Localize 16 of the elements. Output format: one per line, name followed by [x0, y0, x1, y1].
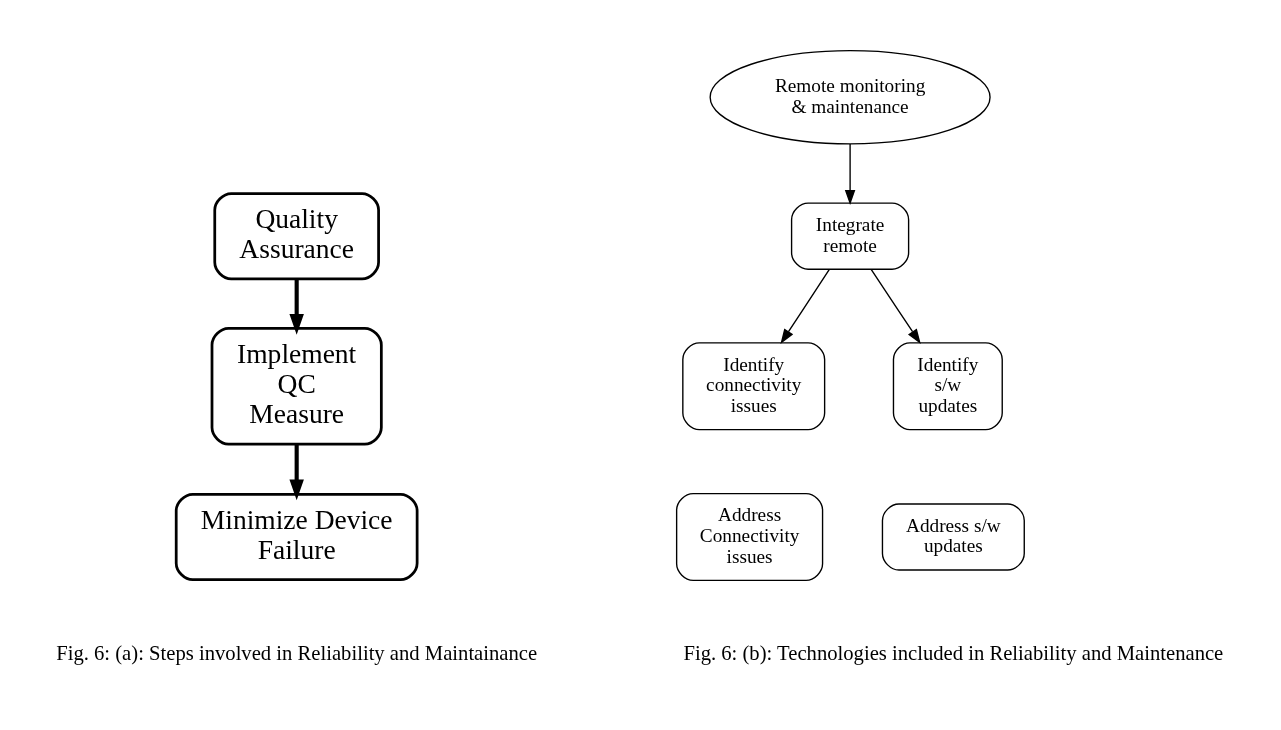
- node-box: Address Connectivity issues: [675, 492, 824, 582]
- arrow: [289, 279, 304, 335]
- arrow: [289, 444, 304, 501]
- node-box: Implement QC Measure: [210, 327, 383, 446]
- label: Fig. 6: (a): Steps involved in Reliability and Maintainance: [56, 641, 538, 664]
- node-box: Minimize Device Failure: [174, 492, 419, 582]
- node-ellipse: Remote monitoring & maintenance: [709, 49, 991, 145]
- arrow: [844, 143, 856, 206]
- arrow: [870, 268, 921, 345]
- node-box: Quality Assurance: [213, 192, 380, 281]
- label: Fig. 6: (b): Technologies included in Reliability and Maintenance: [683, 641, 1224, 664]
- node-box: Address s/w updates: [881, 503, 1025, 571]
- node-box: Identify connectivity issues: [682, 342, 826, 431]
- node-box: Identify s/w updates: [892, 342, 1003, 431]
- node-box: Integrate remote: [790, 202, 910, 270]
- arrow: [780, 268, 830, 345]
